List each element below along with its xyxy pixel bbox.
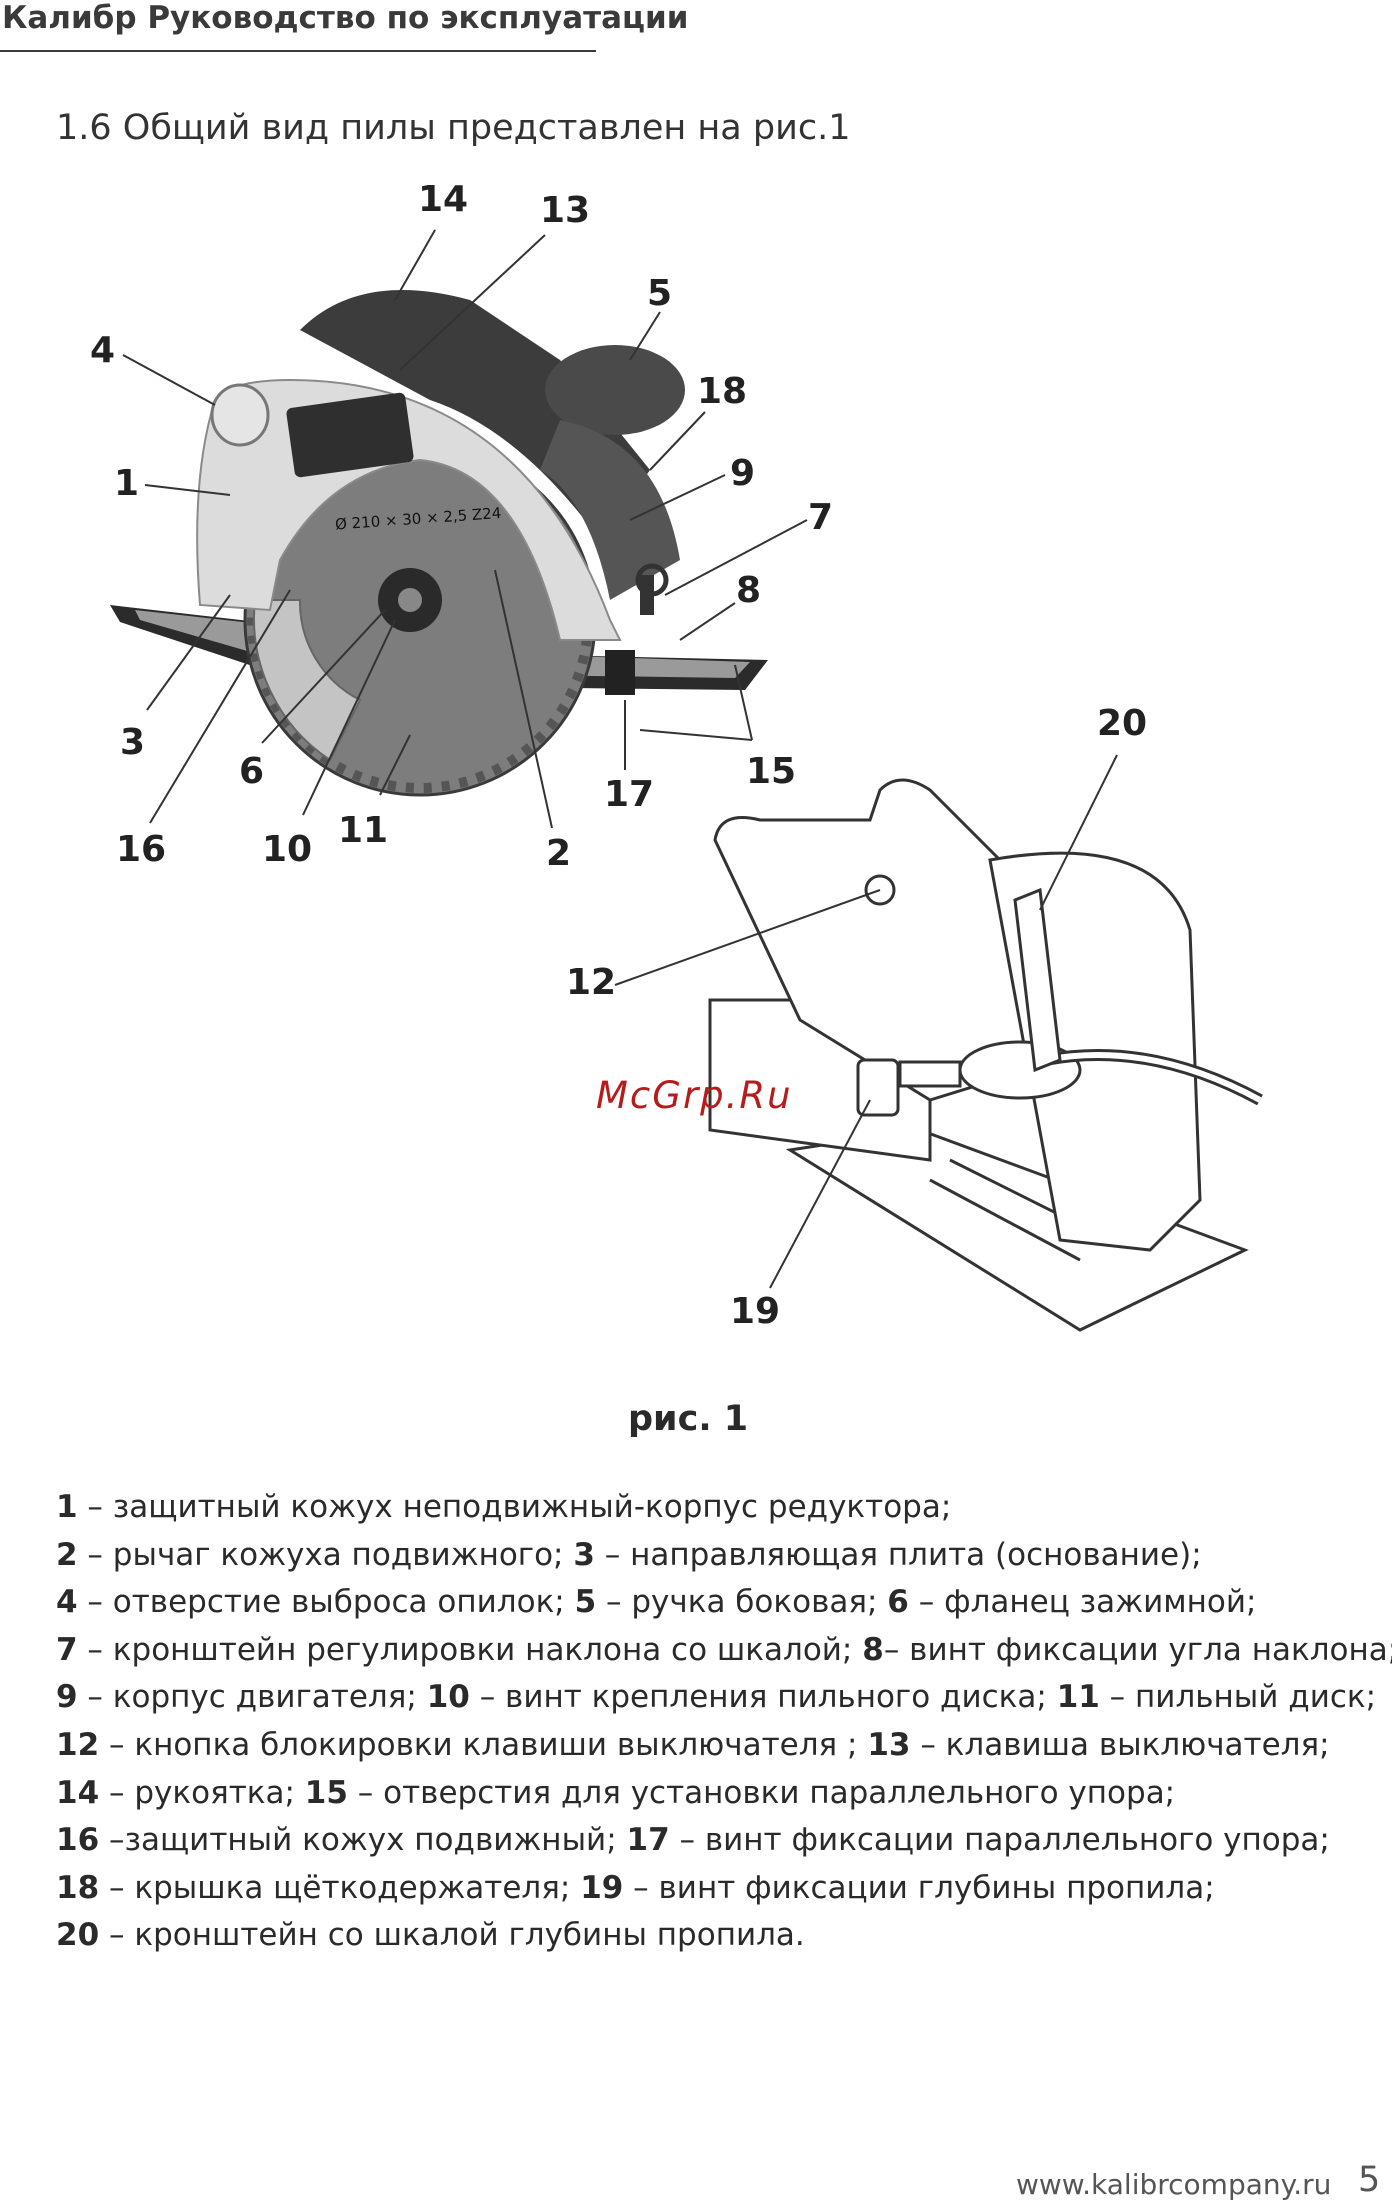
legend-part-number: 15 <box>304 1774 348 1811</box>
legend-part-text: – направляющая плита (основание); <box>594 1536 1202 1573</box>
callout-11: 11 <box>338 810 389 851</box>
legend-part-number: 12 <box>56 1726 100 1763</box>
callout-13: 13 <box>540 190 591 231</box>
legend-part-number: 14 <box>56 1774 100 1811</box>
legend-part-number: 7 <box>56 1631 78 1668</box>
callout-20: 20 <box>1097 703 1148 744</box>
blade-bolt <box>398 588 422 612</box>
legend-part-text: – винт фиксации глубины пропила; <box>623 1869 1215 1906</box>
figure-caption: рис. 1 <box>628 1399 749 1439</box>
legend-part-text: – кнопка блокировки клавиши выключателя … <box>99 1726 868 1763</box>
callout-9: 9 <box>730 453 756 494</box>
legend-part-text: – ручка боковая; <box>596 1584 888 1621</box>
legend-part-number: 19 <box>580 1869 624 1906</box>
section-heading: 1.6 Общий вид пилы представлен на рис.1 <box>56 108 851 148</box>
legend-part-number: 6 <box>887 1584 909 1621</box>
page-header: Калибр Руководство по эксплуатации <box>0 0 688 52</box>
legend-part-text: – пильный диск; <box>1099 1679 1377 1716</box>
legend-part-text: –защитный кожух подвижный; <box>99 1822 627 1859</box>
parts-legend: 1 – защитный кожух неподвижный-корпус ре… <box>56 1484 1392 1960</box>
legend-line: 1 – защитный кожух неподвижный-корпус ре… <box>56 1484 1356 1532</box>
brand-label <box>286 392 414 478</box>
callout-18: 18 <box>697 371 748 412</box>
figure-1: Ø 210 × 30 × 2,5 Z24 <box>0 160 1392 1360</box>
legend-part-text: – отверстия для установки параллельного … <box>347 1774 1176 1811</box>
legend-part-number: 20 <box>56 1917 100 1954</box>
legend-line: 20 – кронштейн со шкалой глубины пропила… <box>56 1912 1356 1960</box>
callout-14: 14 <box>418 179 469 220</box>
side-handle <box>545 345 685 435</box>
legend-part-number: 11 <box>1056 1679 1100 1716</box>
callout-6: 6 <box>239 751 265 792</box>
leader-lines-1 <box>122 229 808 829</box>
legend-part-text: – рукоятка; <box>99 1774 305 1811</box>
legend-part-number: 4 <box>56 1584 78 1621</box>
depth-screw <box>856 1058 900 1117</box>
legend-line: 9 – корпус двигателя; 10 – винт креплени… <box>56 1674 1376 1722</box>
legend-part-text: – кронштейн регулировки наклона со шкало… <box>77 1631 863 1668</box>
legend-part-text: – винт фиксации параллельного упора; <box>669 1822 1330 1859</box>
legend-part-text: – кронштейн со шкалой глубины пропила. <box>99 1917 805 1954</box>
callout-15: 15 <box>746 751 797 792</box>
footer-url[interactable]: www.kalibrcompany.ru <box>1016 2168 1332 2201</box>
legend-part-number: 9 <box>56 1679 78 1716</box>
fence-screw <box>605 650 635 695</box>
legend-part-text: – рычаг кожуха подвижного; <box>77 1536 574 1573</box>
legend-part-number: 5 <box>574 1584 597 1621</box>
legend-part-number: 18 <box>56 1869 100 1906</box>
legend-part-number: 10 <box>426 1679 470 1716</box>
callout-7: 7 <box>808 497 834 538</box>
cord-strain-relief <box>958 1040 1082 1100</box>
callout-8: 8 <box>736 570 762 611</box>
legend-part-text: – защитный кожух неподвижный-корпус реду… <box>77 1489 952 1525</box>
callout-4: 4 <box>90 330 116 371</box>
legend-part-number: 13 <box>867 1726 911 1763</box>
legend-line: 4 – отверстие выброса опилок; 5 – ручка … <box>56 1579 1356 1627</box>
callout-5: 5 <box>647 273 673 314</box>
watermark: McGrp.Ru <box>596 1074 793 1117</box>
depth-bracket <box>1013 887 1062 1073</box>
callout-12: 12 <box>566 962 617 1003</box>
depth-knob <box>898 1060 962 1088</box>
saw-illustration: Ø 210 × 30 × 2,5 Z24 <box>110 229 1263 1332</box>
saw-line-drawing <box>614 754 1263 1332</box>
legend-part-number: 8 <box>862 1631 884 1668</box>
legend-part-number: 3 <box>573 1536 595 1573</box>
dust-port <box>210 383 270 447</box>
legend-line: 7 – кронштейн регулировки наклона со шка… <box>56 1627 1392 1675</box>
legend-part-text: – винт крепления пильного диска; <box>469 1679 1057 1716</box>
motor-housing <box>540 420 680 600</box>
bevel-bracket <box>635 563 669 597</box>
legend-part-text: – клавиша выключателя; <box>910 1726 1330 1763</box>
callout-2: 2 <box>546 833 572 874</box>
page-number: 5 <box>1358 2160 1381 2200</box>
legend-line: 14 – рукоятка; 15 – отверстия для устано… <box>56 1770 1356 1818</box>
callout-17: 17 <box>604 774 655 815</box>
legend-line: 12 – кнопка блокировки клавиши выключате… <box>56 1722 1356 1770</box>
legend-part-text: – фланец зажимной; <box>908 1584 1257 1621</box>
callout-10: 10 <box>262 829 313 870</box>
callout-1: 1 <box>114 463 140 504</box>
legend-line: 16 –защитный кожух подвижный; 17 – винт … <box>56 1817 1356 1865</box>
legend-part-text: – корпус двигателя; <box>77 1679 427 1716</box>
legend-part-number: 16 <box>56 1822 100 1859</box>
legend-part-number: 17 <box>626 1822 670 1859</box>
callout-3: 3 <box>120 722 146 763</box>
callout-19: 19 <box>730 1291 781 1332</box>
legend-line: 2 – рычаг кожуха подвижного; 3 – направл… <box>56 1532 1356 1580</box>
legend-line: 18 – крышка щёткодержателя; 19 – винт фи… <box>56 1865 1356 1913</box>
legend-part-text: – винт фиксации угла наклона; <box>883 1631 1392 1668</box>
callout-16: 16 <box>116 829 167 870</box>
saw-photo: Ø 210 × 30 × 2,5 Z24 <box>110 229 808 829</box>
header-title: Калибр Руководство по эксплуатации <box>2 0 689 36</box>
legend-part-text: – крышка щёткодержателя; <box>99 1869 581 1906</box>
legend-part-number: 1 <box>56 1489 78 1525</box>
legend-part-number: 2 <box>56 1536 78 1573</box>
legend-part-text: – отверстие выброса опилок; <box>77 1584 575 1621</box>
leader-lines-2 <box>614 754 1118 1289</box>
